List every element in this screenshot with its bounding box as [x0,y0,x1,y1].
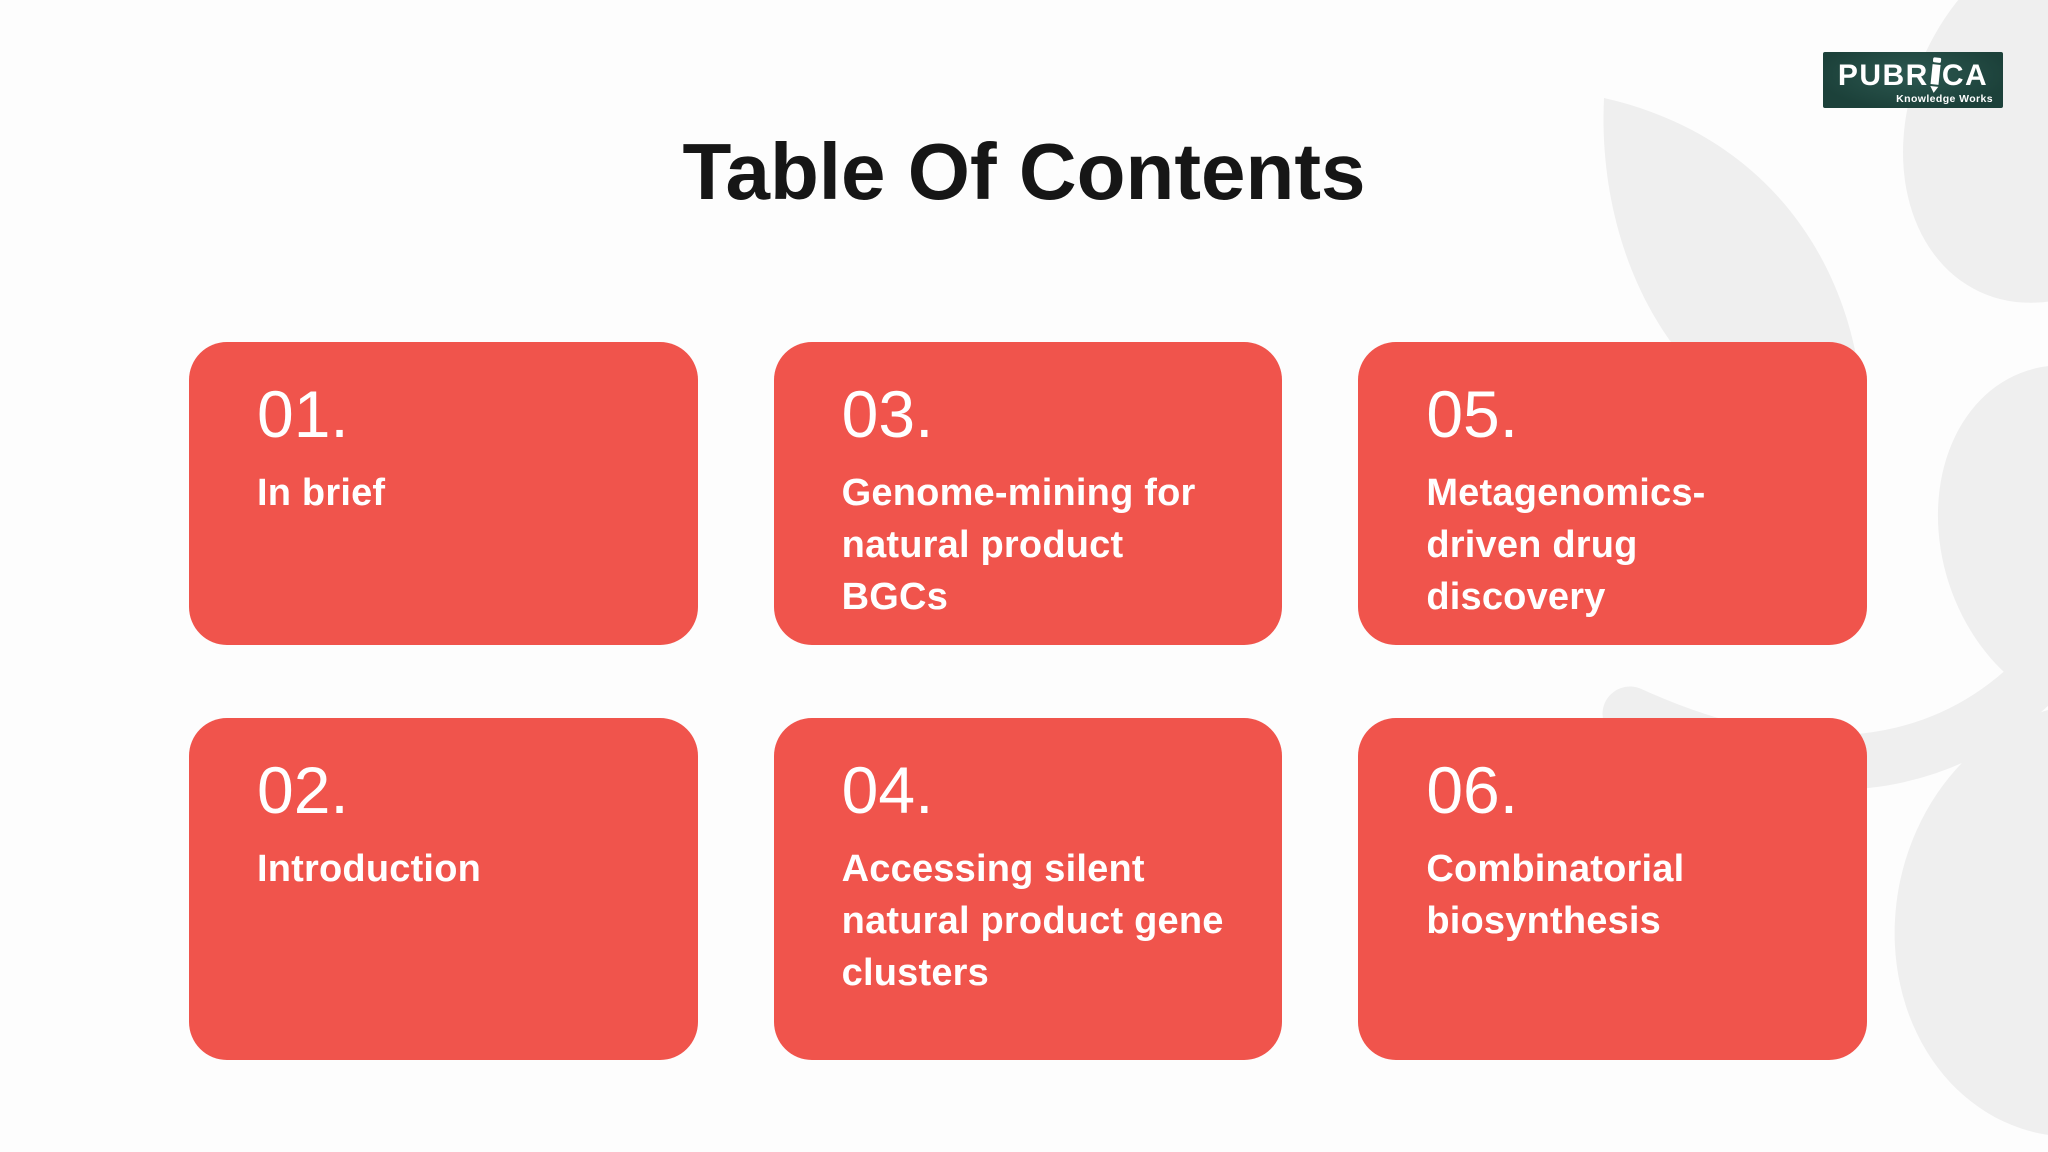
toc-card-04: 04. Accessing silent natural product gen… [773,718,1283,1060]
toc-card-number: 03. [841,377,934,451]
pubrica-logo: PUBR CA Knowledge Works [1823,52,2003,108]
toc-card-01: 01. In brief [189,342,698,645]
toc-card-label: Combinatorial biosynthesis [1426,848,1685,942]
pubrica-wordmark-left: PUBR [1837,59,1929,93]
toc-card-label: Introduction [257,848,482,890]
toc-card-number: 06. [1426,753,1519,827]
pubrica-tagline: Knowledge Works [1896,93,1993,106]
toc-grid: 01. In brief 02. Introduction 03. Genome… [189,342,1867,1060]
leaf-watermark-bottom-right [1894,703,2048,1137]
toc-card-label: Genome-mining for natural product BGCs [841,472,1196,618]
toc-card-03: 03. Genome-mining for natural product BG… [773,342,1283,645]
toc-card-label: Metagenomics-driven drug discovery [1426,472,1706,618]
pubrica-wordmark-right: CA [1941,59,1989,93]
toc-card-number: 01. [257,377,349,451]
pencil-icon [1930,57,1941,94]
toc-card-05: 05. Metagenomics-driven drug discovery [1358,342,1867,645]
toc-card-06: 06. Combinatorial biosynthesis [1358,718,1867,1060]
toc-card-02: 02. Introduction [189,718,698,1060]
pubrica-wordmark: PUBR CA [1837,55,1989,94]
page-title: Table Of Contents [682,127,1366,216]
toc-card-number: 04. [841,753,934,827]
toc-card-label: In brief [257,472,386,514]
toc-card-number: 05. [1426,377,1519,451]
toc-card-number: 02. [257,753,349,827]
leaf-watermark-mid-right [1937,365,2048,715]
toc-card-label: Accessing silent natural product gene cl… [841,848,1224,994]
